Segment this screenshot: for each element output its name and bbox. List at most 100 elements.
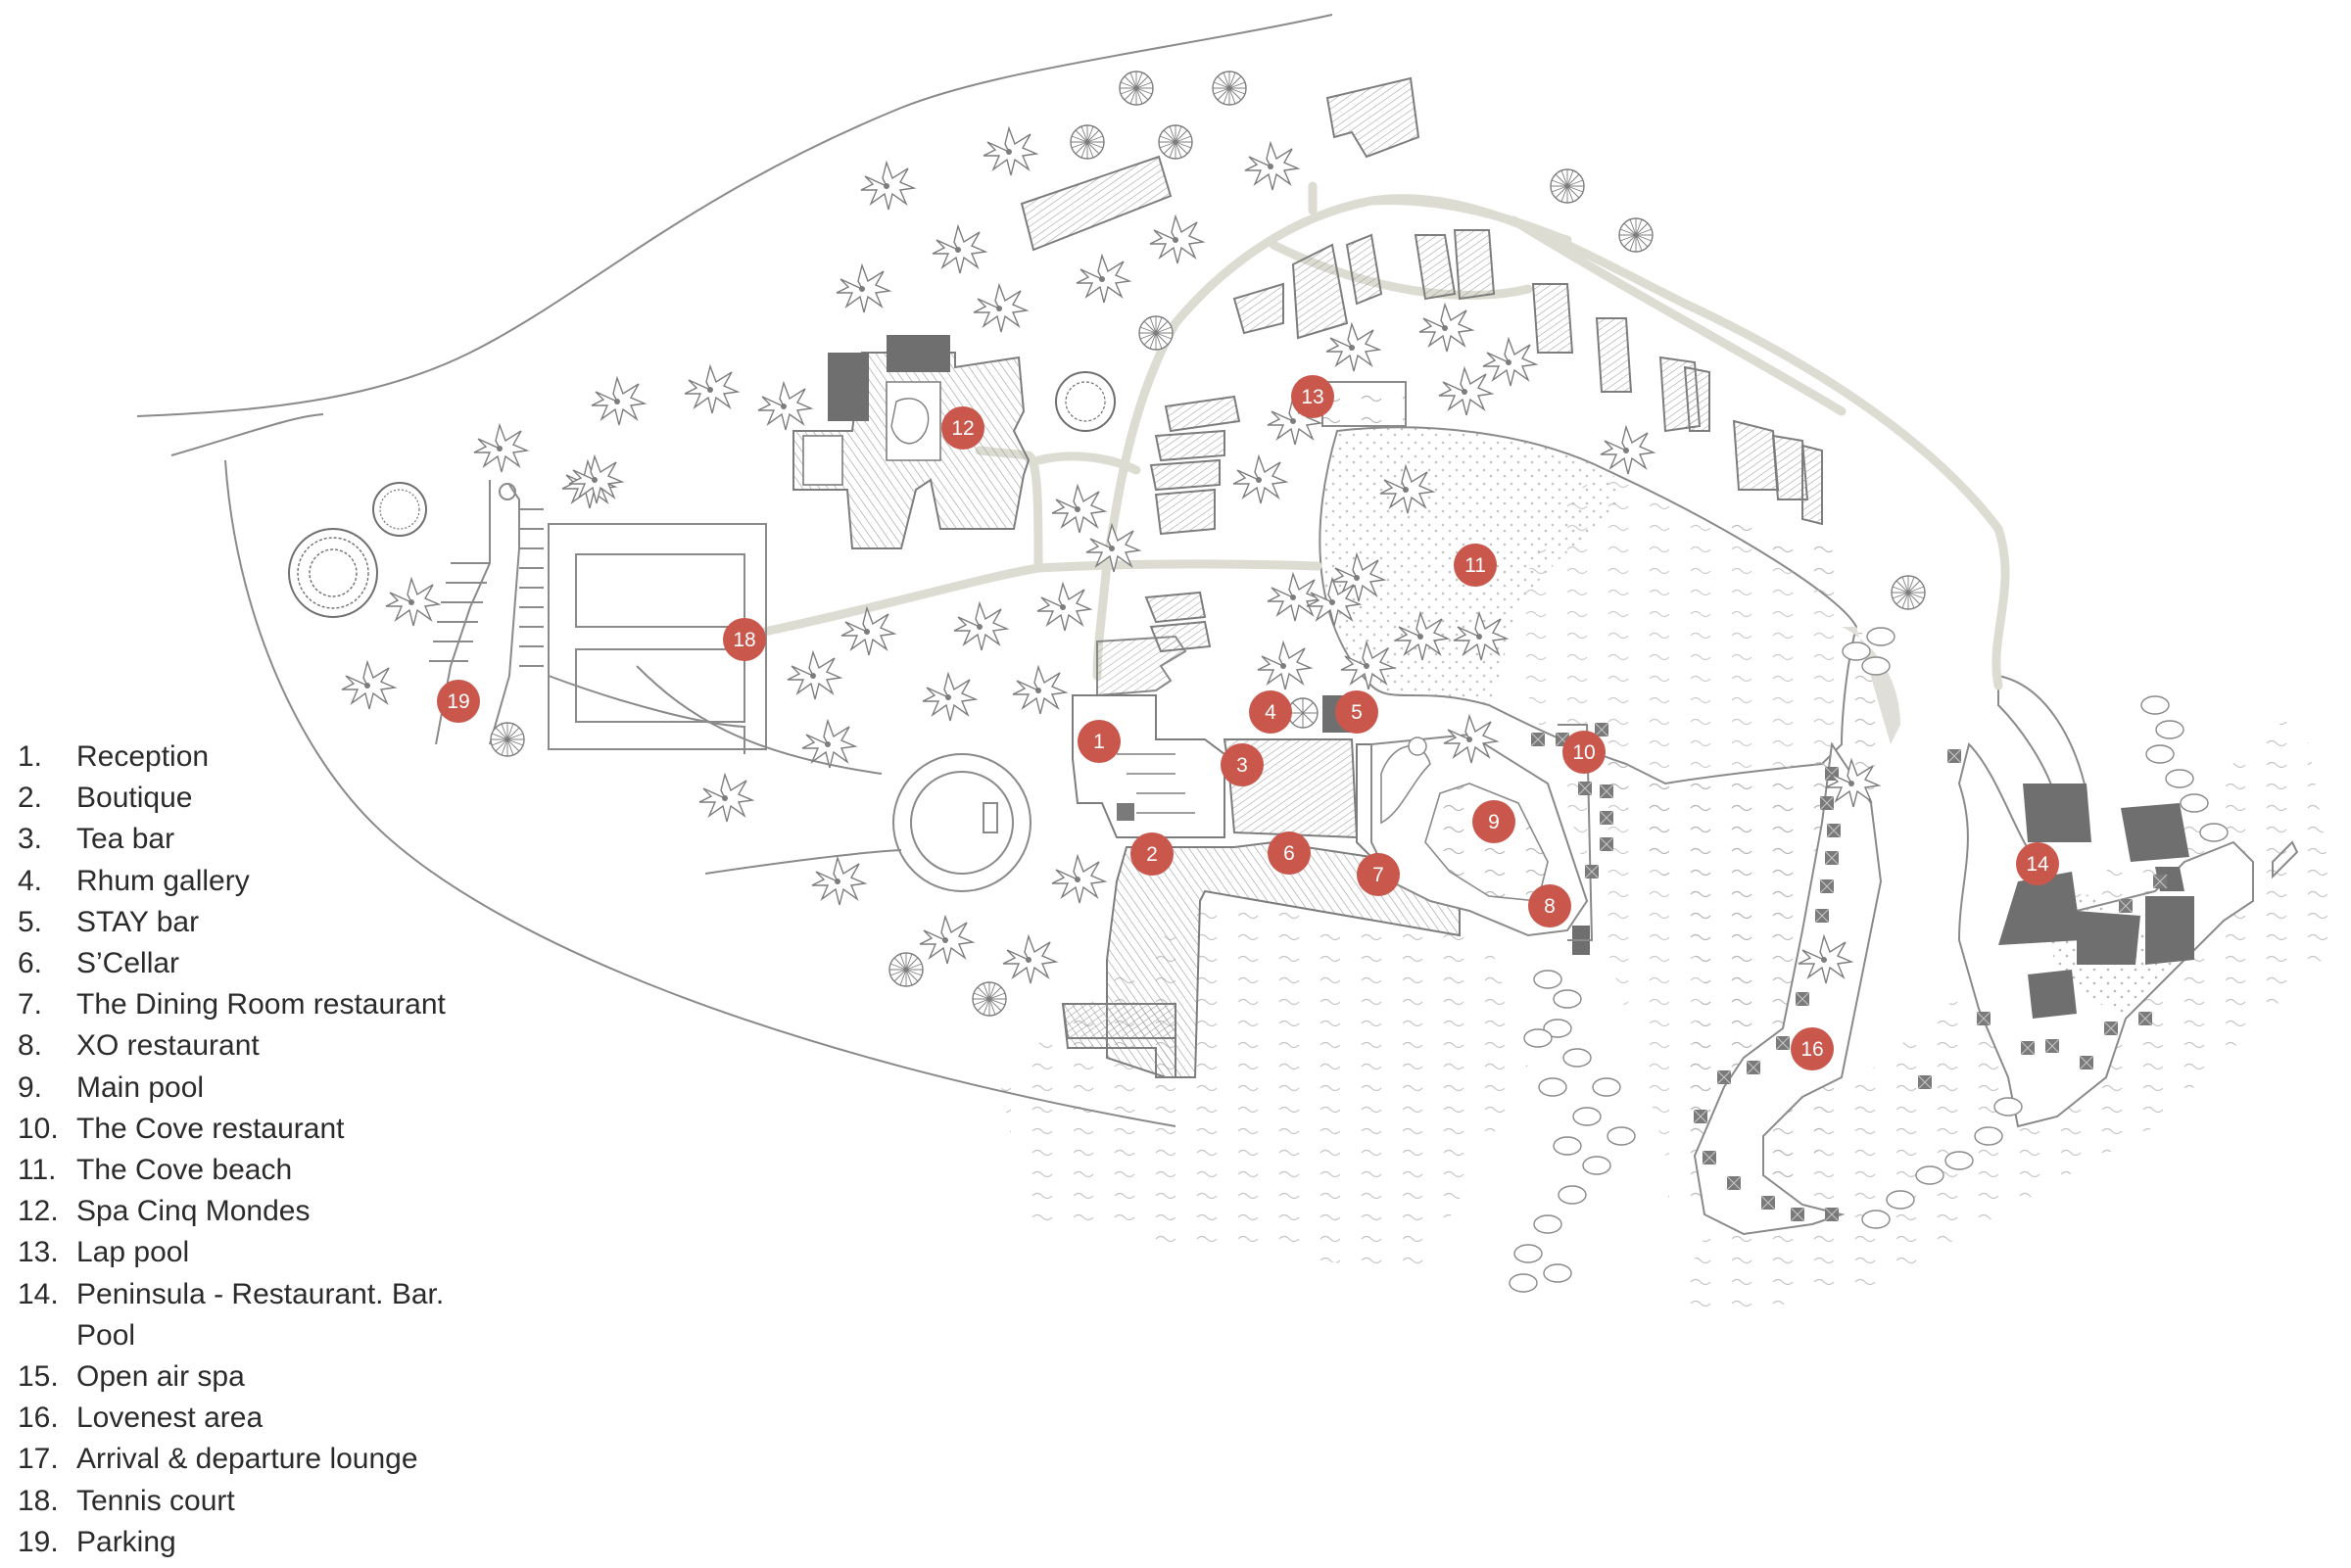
marker-number: 3 (1236, 754, 1248, 777)
map-legend: 1. Reception 2. Boutique 3.Tea bar 4. Rhum gal… (18, 736, 478, 1563)
marker-circle (1130, 832, 1174, 876)
marker-number: 13 (1301, 386, 1323, 408)
marker-number: 8 (1544, 895, 1556, 918)
legend-label: Parking (76, 1525, 176, 1558)
marker-circle (437, 680, 480, 723)
legend-number: 8. (18, 1029, 43, 1063)
location-marker-11[interactable]: 11 (1454, 544, 1497, 587)
marker-circle (1454, 544, 1497, 587)
tennis-court (548, 523, 767, 750)
location-marker-18[interactable]: 18 (723, 618, 766, 661)
location-marker-7[interactable]: 7 (1357, 853, 1400, 896)
legend-label: Peninsula - Restaurant. Bar. (76, 1277, 445, 1310)
legend-number: 3. (18, 823, 43, 856)
marker-number: 6 (1283, 842, 1295, 865)
location-marker-19[interactable]: 19 (437, 680, 480, 723)
island-outline (136, 14, 1333, 1127)
legend-label: Open air spa (76, 1360, 245, 1394)
marker-number: 14 (2026, 853, 2049, 876)
cove-beach-area (1319, 426, 1858, 1156)
marker-number: 19 (447, 690, 469, 713)
legend-label: Spa Cinq Mondes (76, 1195, 311, 1228)
marker-number: 5 (1351, 701, 1363, 724)
legend-number: 6. (18, 947, 43, 980)
legend-label: Lovenest area (76, 1402, 264, 1435)
marker-circle (1268, 832, 1311, 875)
peninsula-buildings (1998, 784, 2194, 1019)
location-marker-5[interactable]: 5 (1335, 690, 1378, 734)
legend-number: 16. (18, 1402, 59, 1435)
legend-item: 2. Boutique (18, 778, 478, 819)
legend-item: 10.The Cove restaurant (18, 1109, 478, 1150)
marker-circle (1249, 690, 1292, 734)
marker-circle (1791, 1027, 1834, 1070)
location-marker-6[interactable]: 6 (1268, 832, 1311, 875)
round-trees (288, 71, 1926, 1017)
legend-item: 11.The Cove beach (18, 1150, 478, 1191)
marker-circle (1291, 375, 1334, 418)
location-marker-10[interactable]: 10 (1562, 731, 1606, 774)
location-marker-16[interactable]: 16 (1791, 1027, 1834, 1070)
marker-number: 7 (1372, 864, 1384, 886)
legend-number: 11. (18, 1154, 57, 1187)
legend-number: 2. (18, 782, 43, 815)
legend-number: 19. (18, 1525, 59, 1558)
legend-item: 6.S’Cellar (18, 943, 478, 984)
location-marker-14[interactable]: 14 (2016, 842, 2059, 885)
marker-number: 4 (1265, 701, 1276, 724)
location-marker-3[interactable]: 3 (1221, 743, 1264, 786)
marker-circle (1528, 884, 1571, 927)
legend-label: Boutique (76, 782, 193, 815)
legend-label: Tennis court (76, 1484, 235, 1517)
marker-circle (1562, 731, 1606, 774)
legend-number: 5. (18, 905, 43, 938)
marker-circle (1078, 720, 1121, 763)
legend-label: STAY bar (76, 905, 200, 938)
legend-label: Main pool (76, 1070, 205, 1104)
legend-label: XO restaurant (76, 1029, 260, 1063)
marker-circle (1472, 800, 1515, 843)
legend-item: 7. The Dining Room restaurant (18, 984, 478, 1025)
legend-label: Rhum gallery (76, 864, 250, 897)
legend-item: 13.Lap pool (18, 1232, 478, 1273)
location-marker-12[interactable]: 12 (941, 406, 984, 450)
marker-circle (723, 618, 766, 661)
location-marker-2[interactable]: 2 (1130, 832, 1174, 876)
legend-label: Arrival & departure lounge (76, 1443, 418, 1476)
spa-building (792, 335, 1031, 549)
legend-number: 7. (18, 988, 43, 1022)
legend-label: Reception (76, 740, 210, 773)
marker-circle (1221, 743, 1264, 786)
location-marker-8[interactable]: 8 (1528, 884, 1571, 927)
legend-item: 9.Main pool (18, 1068, 478, 1109)
location-marker-13[interactable]: 13 (1291, 375, 1334, 418)
legend-item: 3.Tea bar (18, 819, 478, 860)
legend-item: 18. Tennis court (18, 1481, 478, 1522)
location-marker-4[interactable]: 4 (1249, 690, 1292, 734)
legend-number: 4. (18, 864, 43, 897)
marker-circle (2016, 842, 2059, 885)
marker-circle (941, 406, 984, 450)
lap-pool (1321, 381, 1407, 427)
legend-number (18, 1315, 76, 1356)
legend-item: Pool (18, 1315, 478, 1356)
legend-number: 17. (18, 1443, 59, 1476)
legend-number: 12. (18, 1195, 59, 1228)
legend-label: Pool (76, 1318, 136, 1352)
legend-label: The Dining Room restaurant (76, 988, 446, 1022)
location-marker-9[interactable]: 9 (1472, 800, 1515, 843)
legend-number: 18. (18, 1484, 59, 1517)
marker-number: 2 (1146, 843, 1158, 866)
location-marker-1[interactable]: 1 (1078, 720, 1121, 763)
legend-number: 1. (18, 740, 43, 773)
marker-number: 18 (733, 629, 755, 651)
legend-item: 5. STAY bar (18, 902, 478, 943)
legend-item: 1. Reception (18, 736, 478, 778)
legend-number: 15. (18, 1360, 59, 1394)
marker-circle (1357, 853, 1400, 896)
marker-number: 11 (1464, 554, 1486, 577)
legend-label: The Cove restaurant (76, 1112, 345, 1145)
marker-number: 1 (1093, 731, 1105, 753)
